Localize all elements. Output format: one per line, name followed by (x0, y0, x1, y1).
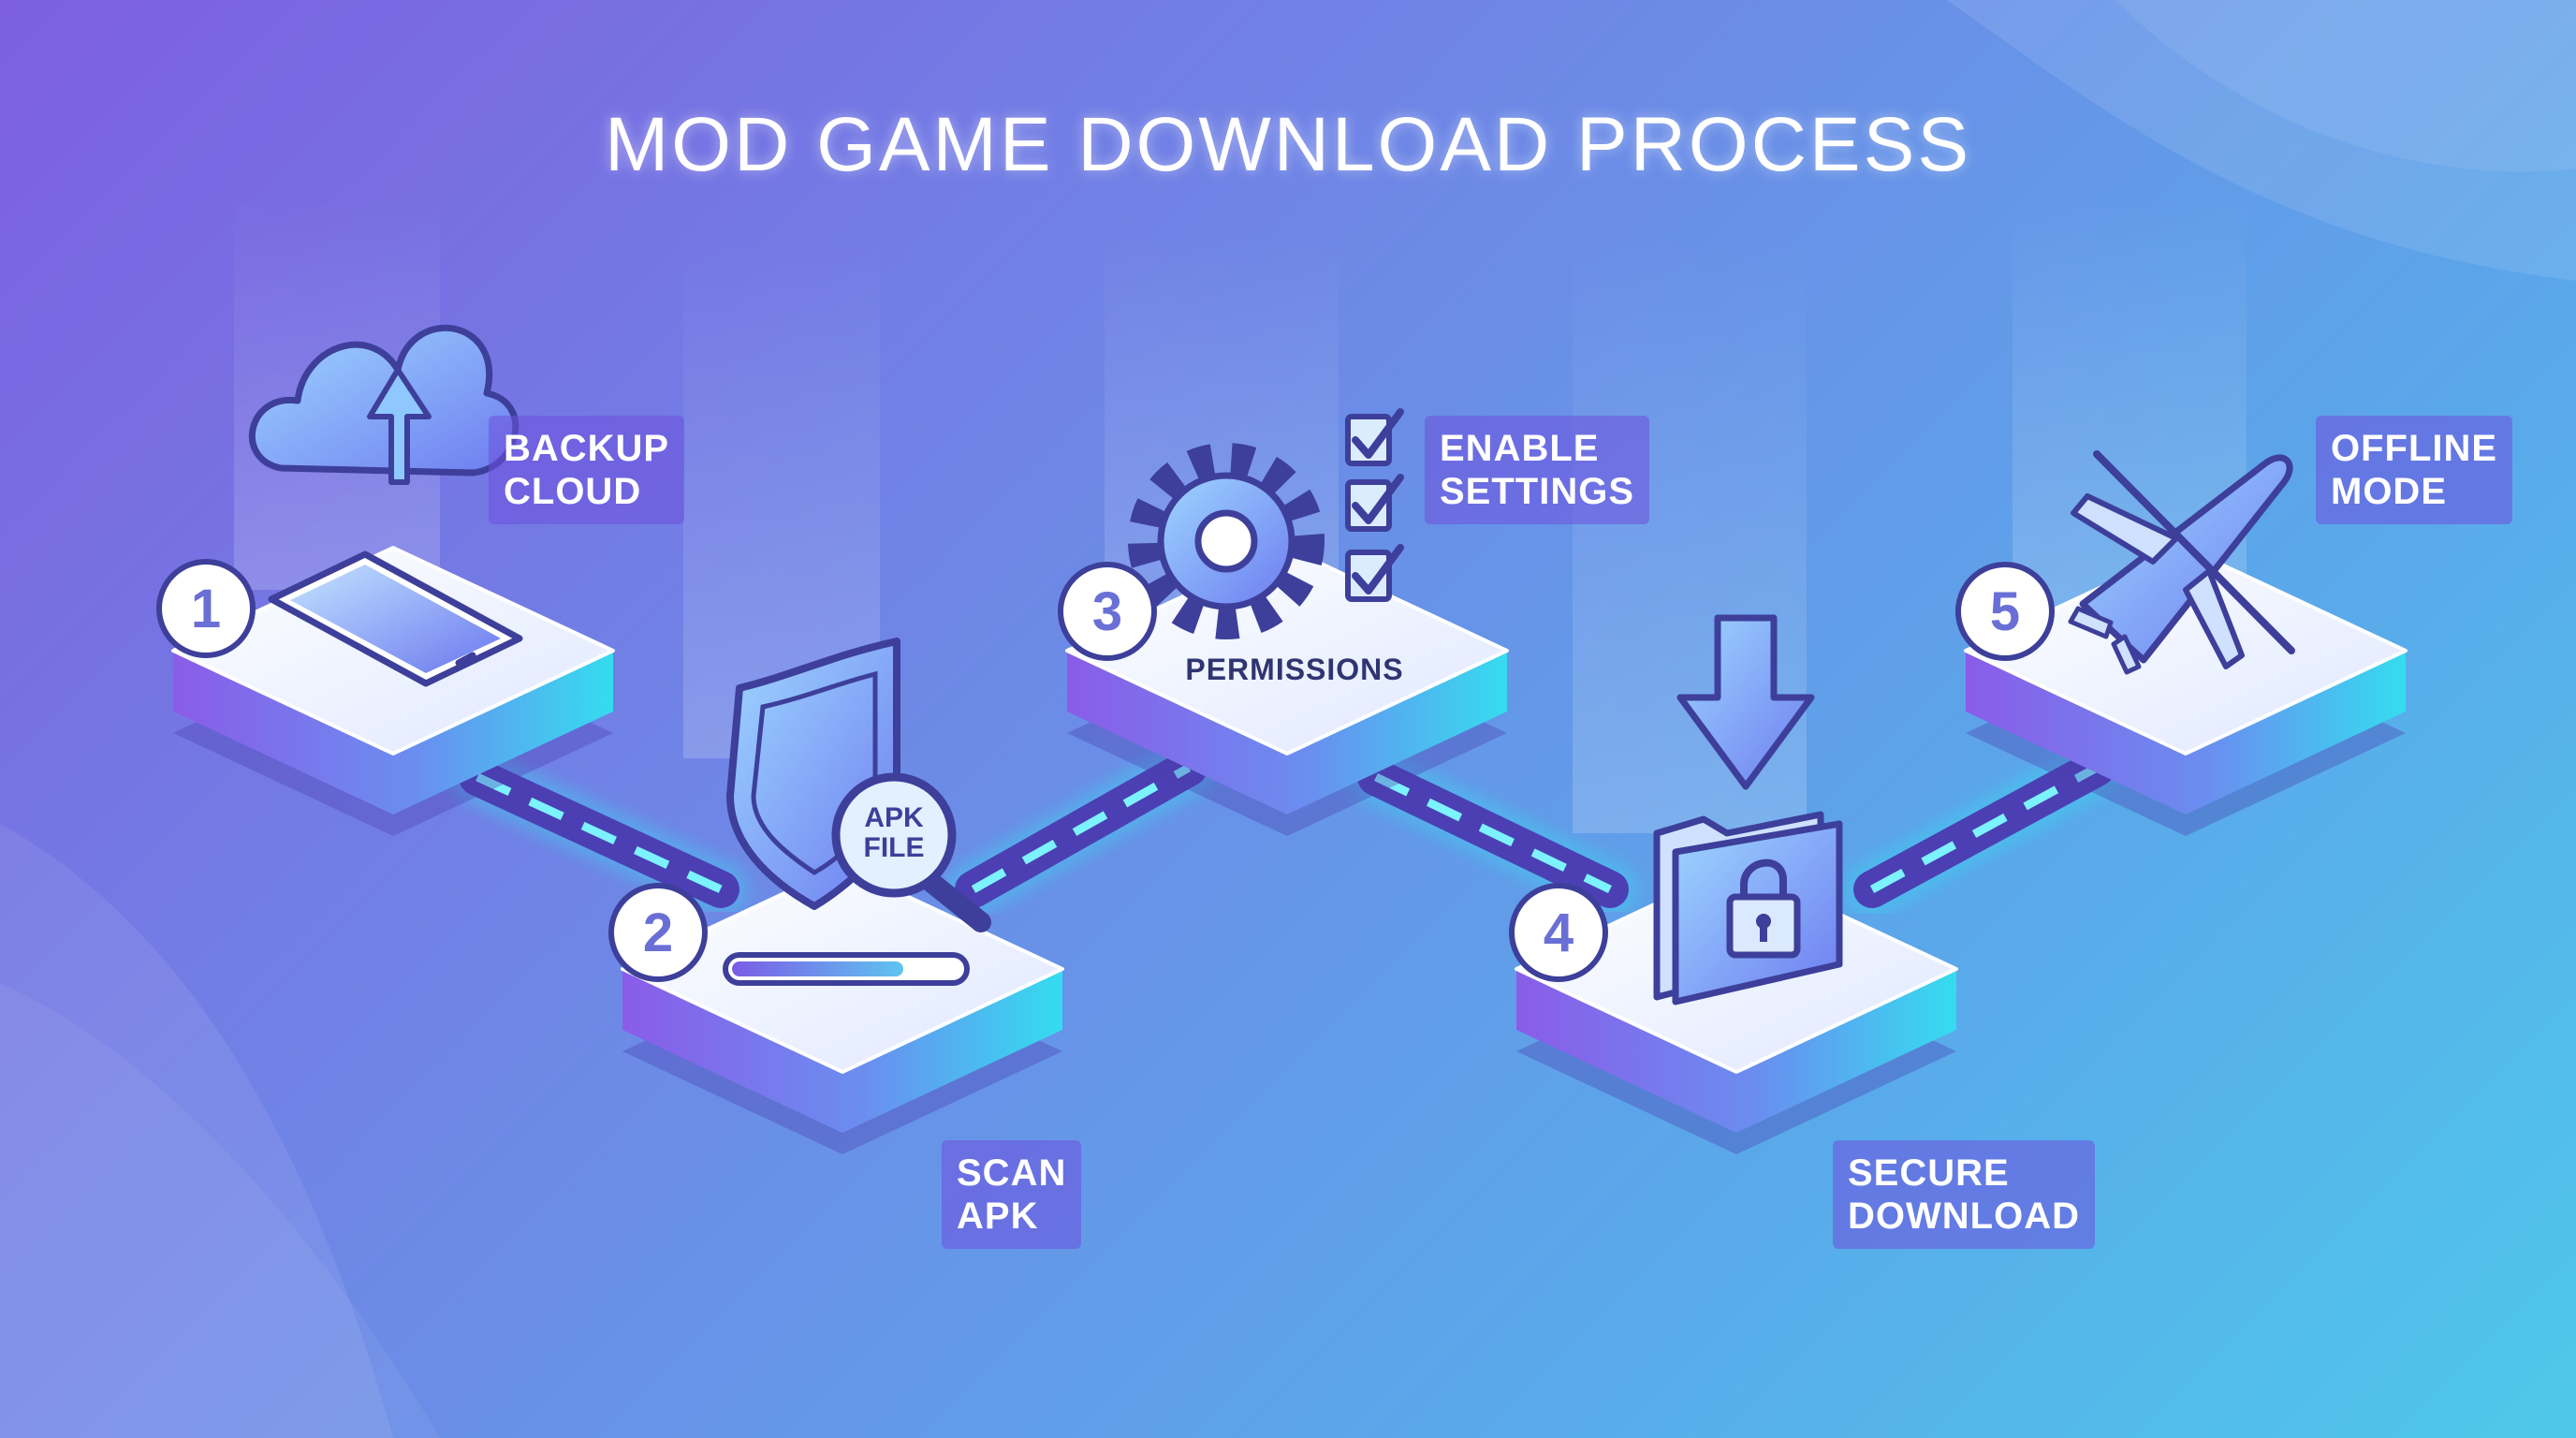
step-2-label-line2: APK (957, 1196, 1039, 1237)
step-5: 5 (1955, 450, 2408, 836)
step-number-badge: 3 (1058, 562, 1157, 661)
progress-bar (723, 952, 970, 986)
magnifier-text-line2: FILE (864, 832, 925, 863)
connector-1-2 (449, 749, 749, 917)
step-4: 4 (1509, 614, 1958, 1154)
step-5-label: OFFLINE MODE (2316, 416, 2513, 524)
step-number: 1 (191, 579, 221, 639)
step-3-label: ENABLE SETTINGS (1425, 416, 1650, 524)
connectors (449, 740, 2125, 917)
step-1: 1 (156, 324, 615, 836)
connector-2-3 (945, 740, 1217, 917)
step-1-label: BACKUP CLOUD (489, 416, 685, 524)
step-number: 4 (1544, 902, 1573, 963)
step-number-badge: 4 (1509, 883, 1608, 982)
step-3-label-line2: SETTINGS (1440, 471, 1635, 512)
connector-3-4 (1348, 749, 1638, 917)
checklist-icon (1345, 408, 1404, 602)
step-number-badge: 2 (608, 883, 708, 982)
magnifier-text-line1: APK (864, 802, 924, 833)
step-4-label-line1: SECURE (1848, 1152, 2010, 1194)
download-arrow-icon (1676, 614, 1815, 790)
platform-3 (1065, 546, 1509, 836)
connector-4-5 (1844, 740, 2125, 917)
platform-5 (1964, 546, 2408, 836)
step-1-label-line1: BACKUP (504, 428, 670, 469)
step-4-label-line2: DOWNLOAD (1848, 1196, 2080, 1237)
step-3-label-line1: ENABLE (1440, 428, 1600, 469)
step-number: 5 (1990, 581, 2020, 642)
smartphone-icon (268, 550, 523, 687)
step-4-label: SECURE DOWNLOAD (1833, 1140, 2095, 1249)
step-number-badge: 5 (1955, 562, 2055, 661)
magnifier-icon: APK FILE (831, 772, 991, 932)
step-2-label: SCAN APK (942, 1140, 1082, 1249)
progress-bar-fill (732, 961, 903, 976)
platform-2 (621, 864, 1064, 1154)
step-number: 2 (643, 902, 673, 963)
offline-slash-icon (2093, 450, 2295, 654)
permissions-caption: PERMISSIONS (1185, 653, 1403, 686)
step-number-badge: 1 (156, 559, 256, 658)
step-3: PERMISSIONS 3 (1058, 408, 1509, 836)
step-5-label-line2: MODE (2331, 471, 2447, 512)
airplane-icon (2068, 454, 2293, 675)
gear-icon (1128, 443, 1325, 639)
step-number: 3 (1092, 581, 1122, 642)
step-2-label-line1: SCAN (957, 1152, 1067, 1194)
step-5-label-line1: OFFLINE (2331, 428, 2498, 469)
step-2: APK FILE 2 (608, 638, 1064, 1154)
step-1-label-line2: CLOUD (504, 471, 642, 512)
diagram-title: MOD GAME DOWNLOAD PROCESS (604, 102, 1972, 187)
padlock-icon (1726, 858, 1801, 959)
